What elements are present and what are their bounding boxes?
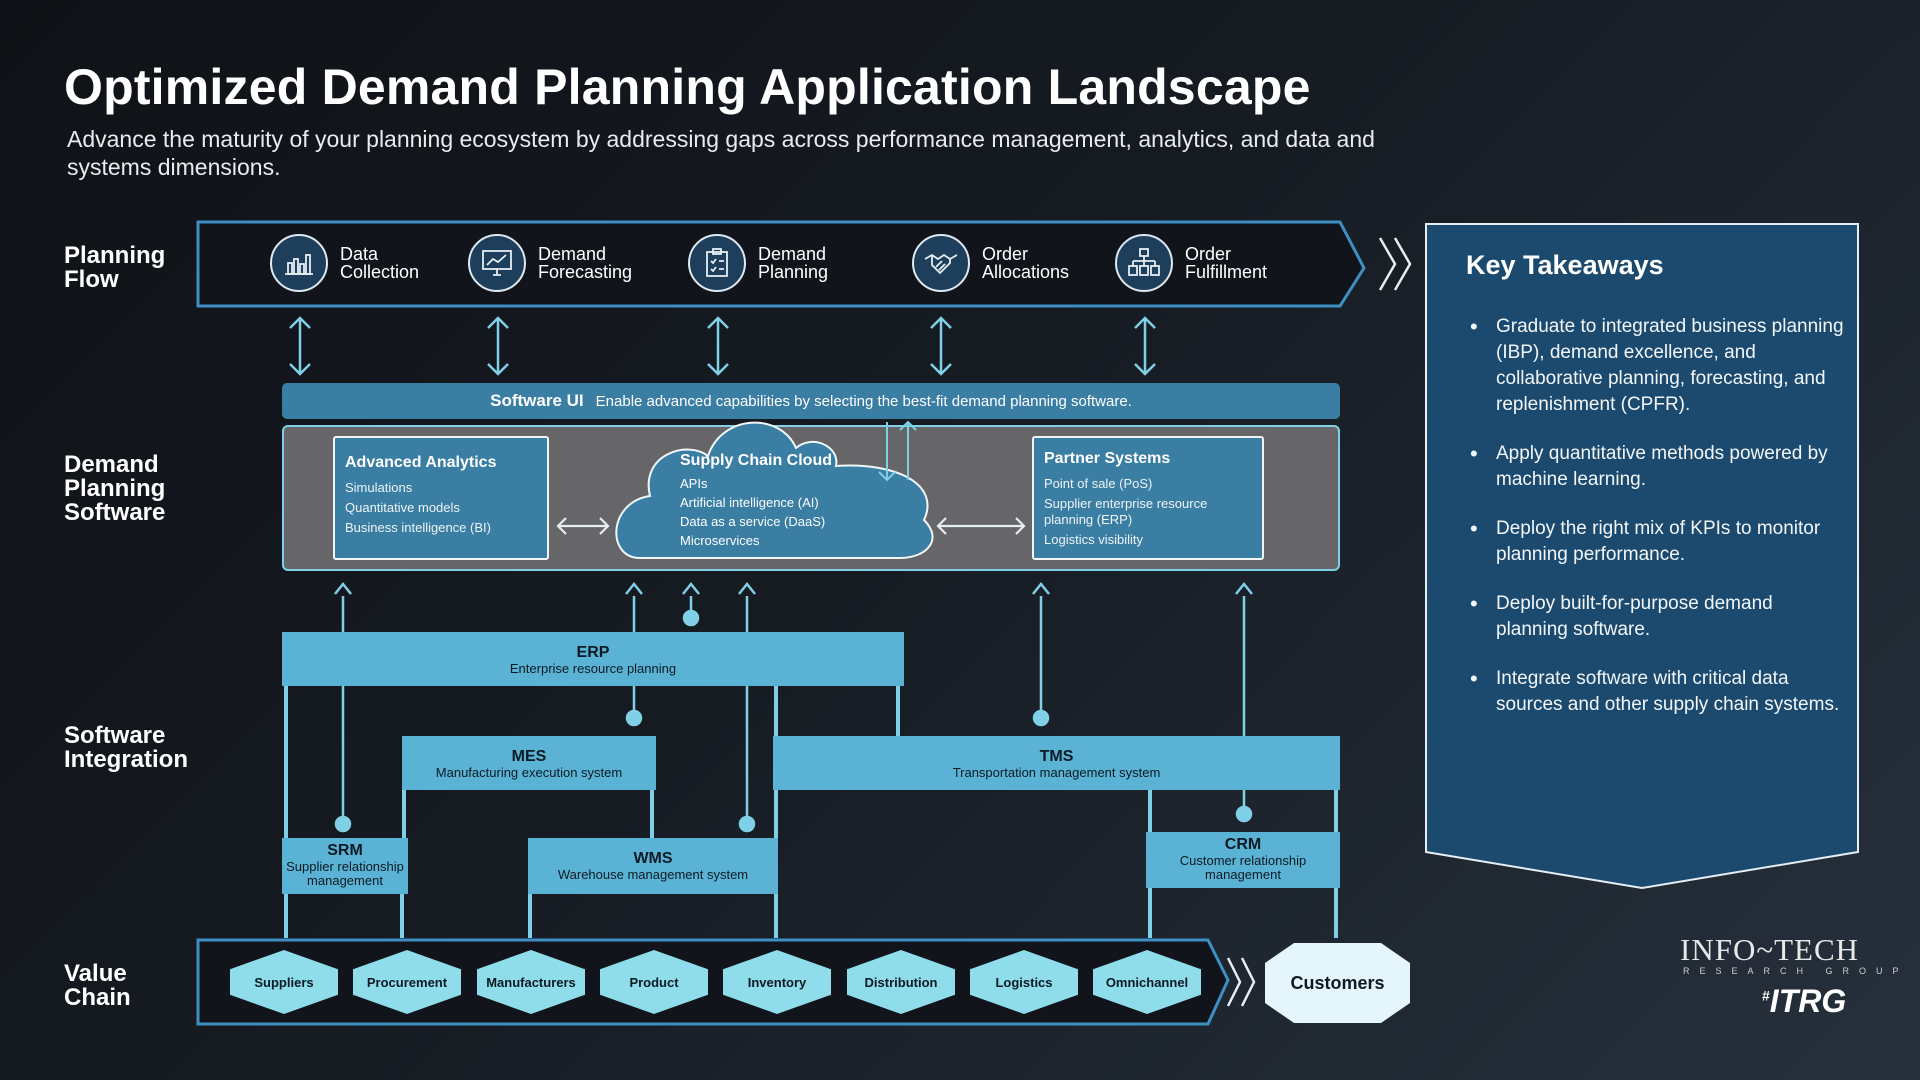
planning-flow-chevron — [1378, 237, 1412, 291]
tms-box: TMS Transportation management system — [773, 736, 1340, 790]
panel-connectors — [556, 517, 1026, 535]
flow-item-order-fulfillment: Order Fulfillment — [1115, 234, 1267, 292]
flow-label: Demand Forecasting — [538, 244, 633, 282]
tms-name: TMS — [1039, 748, 1074, 765]
monitor-chart-icon — [468, 234, 526, 292]
key-takeaways-list: Graduate to integrated business planning… — [1466, 314, 1846, 741]
srm-desc: Supplier relationship management — [286, 859, 404, 888]
advanced-analytics-box: Advanced Analytics Simulations Quantitat… — [333, 436, 549, 560]
advanced-analytics-title: Advanced Analytics — [345, 454, 497, 471]
partner-systems-item: Logistics visibility — [1044, 532, 1143, 547]
flow-item-demand-forecasting: Demand Forecasting — [468, 234, 632, 292]
bar-chart-icon — [270, 234, 328, 292]
supply-chain-cloud-item: APIs — [680, 476, 708, 491]
key-takeaway-item: Apply quantitative methods powered by ma… — [1466, 441, 1846, 493]
supply-chain-cloud: Supply Chain Cloud APIs Artificial intel… — [680, 452, 900, 550]
partner-systems-title: Partner Systems — [1044, 450, 1171, 467]
key-takeaway-item: Deploy the right mix of KPIs to monitor … — [1466, 516, 1846, 568]
supply-chain-cloud-item: Microservices — [680, 533, 760, 548]
partner-systems-box: Partner Systems Point of sale (PoS) Supp… — [1032, 436, 1264, 560]
mes-box: MES Manufacturing execution system — [402, 736, 656, 790]
key-takeaway-item: Deploy built-for-purpose demand planning… — [1466, 591, 1846, 643]
infotech-logo: INFO~TECH — [1680, 932, 1860, 967]
infotech-logo-tagline: RESEARCH GROUP — [1683, 966, 1909, 976]
crm-desc: Customer relationship management — [1179, 853, 1307, 882]
flow-item-demand-planning: Demand Planning — [688, 234, 828, 292]
flow-item-data-collection: Data Collection — [270, 234, 419, 292]
crm-name: CRM — [1224, 836, 1262, 853]
flow-label: Demand Planning — [758, 244, 829, 282]
cloud-double-arrow — [878, 420, 917, 482]
erp-name: ERP — [576, 644, 610, 661]
partner-systems-item: Supplier enterprise resource planning (E… — [1044, 496, 1208, 527]
itrg-logo: #ITRG — [1762, 983, 1846, 1020]
row-label-value-chain: Value Chain — [64, 960, 131, 1011]
row-label-integration: Software Integration — [64, 722, 188, 773]
row-label-software: Demand Planning Software — [64, 451, 166, 526]
partner-systems-item: Point of sale (PoS) — [1044, 476, 1153, 491]
itrg-hash: # — [1762, 987, 1770, 1004]
srm-name: SRM — [327, 842, 363, 859]
customers-node: Customers — [1265, 943, 1410, 1023]
software-ui-bar: Software UI Enable advanced capabilities… — [282, 383, 1340, 419]
itrg-text: ITRG — [1769, 983, 1847, 1019]
srm-box: SRM Supplier relationship management — [282, 838, 408, 894]
flow-item-order-allocations: Order Allocations — [912, 234, 1069, 292]
flow-label: Order Fulfillment — [1185, 244, 1268, 282]
key-takeaway-item: Integrate software with critical data so… — [1466, 666, 1846, 718]
page-subtitle: Advance the maturity of your planning ec… — [67, 126, 1375, 180]
mes-desc: Manufacturing execution system — [435, 765, 623, 780]
value-chain-band — [196, 938, 1230, 1026]
advanced-analytics-item: Quantitative models — [345, 500, 460, 515]
software-ui-label: Software UI — [490, 391, 584, 410]
wms-desc: Warehouse management system — [557, 867, 749, 882]
advanced-analytics-item: Simulations — [345, 480, 413, 495]
wms-box: WMS Warehouse management system — [528, 838, 778, 894]
supply-chain-cloud-shape — [615, 421, 934, 559]
flow-label: Order Allocations — [982, 244, 1070, 282]
wms-name: WMS — [633, 850, 673, 867]
value-chain-chevron — [1226, 957, 1256, 1007]
supply-chain-cloud-item: Artificial intelligence (AI) — [680, 495, 819, 510]
key-takeaway-item: Graduate to integrated business planning… — [1466, 314, 1846, 418]
supply-chain-cloud-title: Supply Chain Cloud — [680, 452, 832, 469]
row-label-planning-flow: Planning Flow — [64, 242, 166, 293]
handshake-icon — [912, 234, 970, 292]
page-title: Optimized Demand Planning Application La… — [64, 59, 1311, 115]
advanced-analytics-item: Business intelligence (BI) — [345, 520, 491, 535]
crm-box: CRM Customer relationship management — [1146, 832, 1340, 888]
mes-name: MES — [511, 748, 547, 765]
org-chart-icon — [1115, 234, 1173, 292]
software-ui-text: Enable advanced capabilities by selectin… — [595, 392, 1132, 410]
key-takeaways-title: Key Takeaways — [1466, 250, 1664, 280]
erp-box: ERP Enterprise resource planning — [282, 632, 904, 686]
supply-chain-cloud-item: Data as a service (DaaS) — [680, 514, 826, 529]
flow-label: Data Collection — [340, 244, 420, 282]
tms-desc: Transportation management system — [952, 765, 1161, 780]
erp-desc: Enterprise resource planning — [509, 661, 677, 676]
flow-connectors — [289, 316, 1156, 376]
clipboard-checklist-icon — [688, 234, 746, 292]
